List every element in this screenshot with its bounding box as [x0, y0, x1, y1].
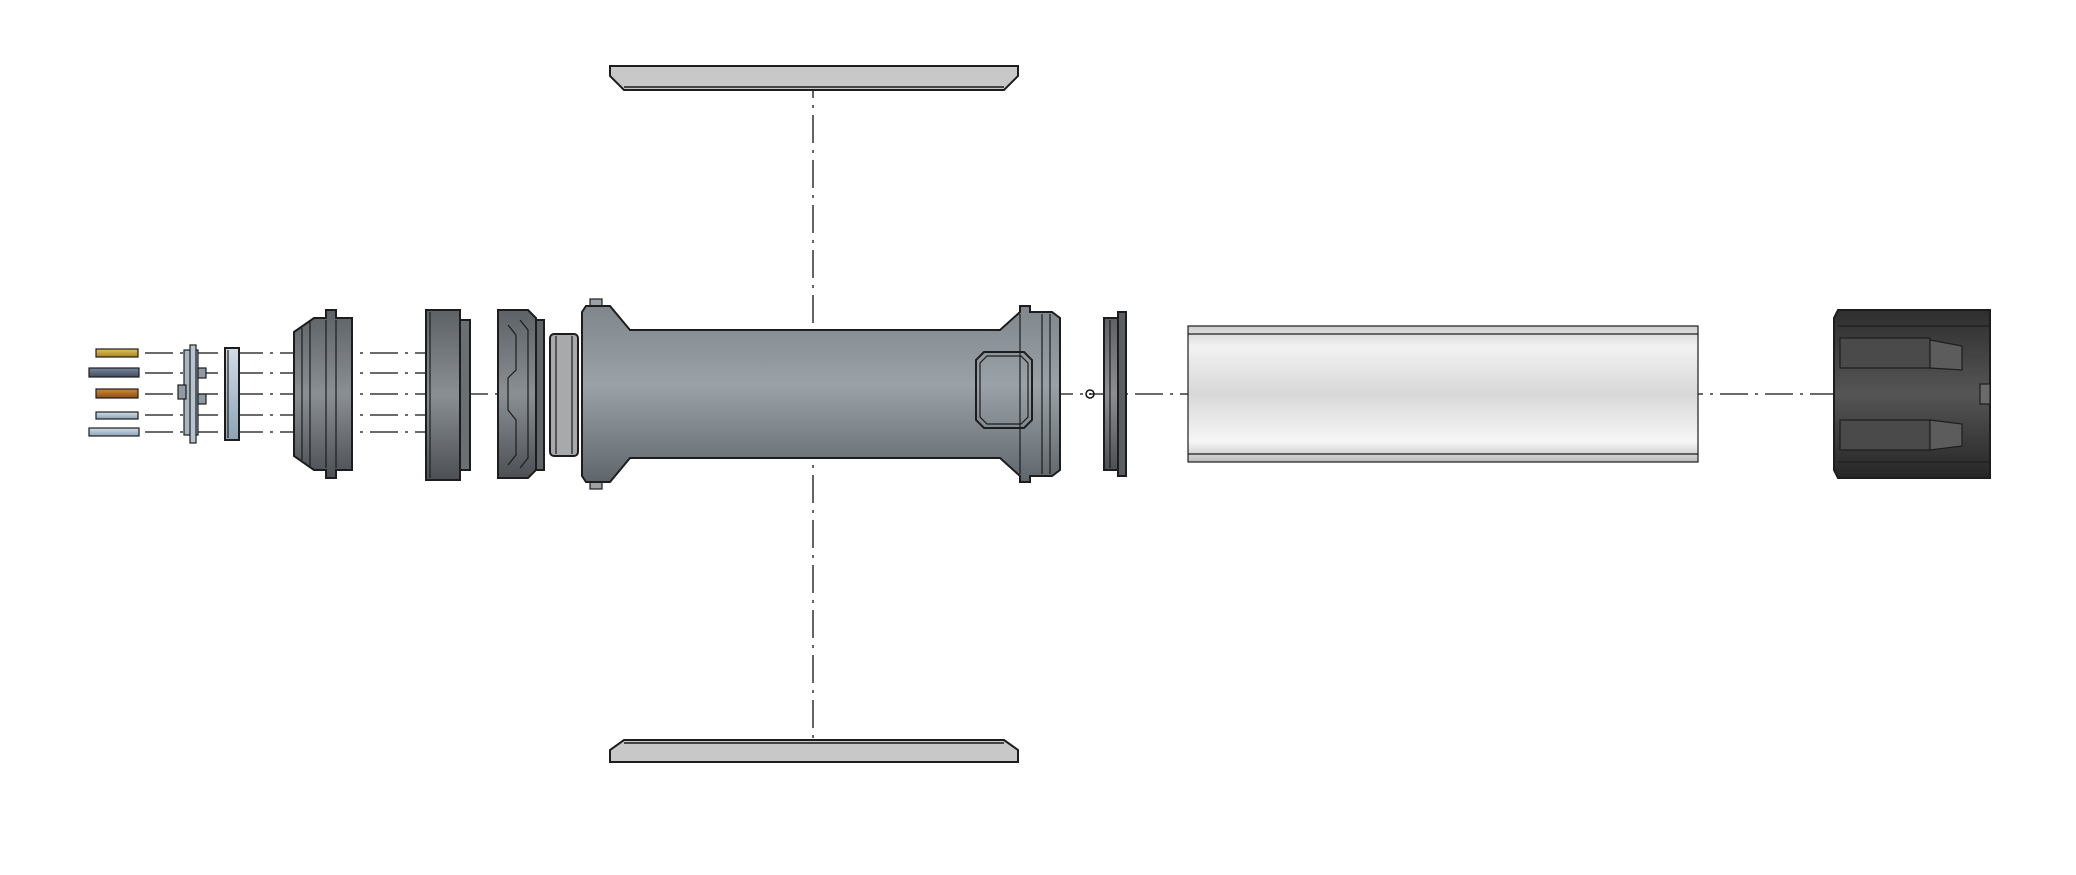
- main-body: [581, 298, 1061, 490]
- light-blue-pin-long: [88, 427, 140, 437]
- grip-nut: [497, 309, 545, 479]
- pommel-cap: [293, 309, 353, 479]
- end-ring: [425, 309, 471, 481]
- body-window-cutout: [975, 351, 1033, 429]
- retaining-ring: [1103, 311, 1127, 477]
- emitter: [1833, 309, 1991, 479]
- bushing: [549, 333, 579, 457]
- light-blue-pin: [95, 411, 139, 420]
- contact-board: [177, 344, 207, 444]
- copper-pin: [95, 388, 139, 399]
- axis-center-marker: [1085, 389, 1095, 399]
- blade-tube: [1187, 325, 1699, 463]
- top-window-panel: [609, 65, 1019, 91]
- bottom-window-panel: [609, 739, 1019, 763]
- slate-pin: [88, 367, 140, 378]
- insulator-ring: [224, 347, 240, 441]
- brass-pin: [95, 348, 139, 358]
